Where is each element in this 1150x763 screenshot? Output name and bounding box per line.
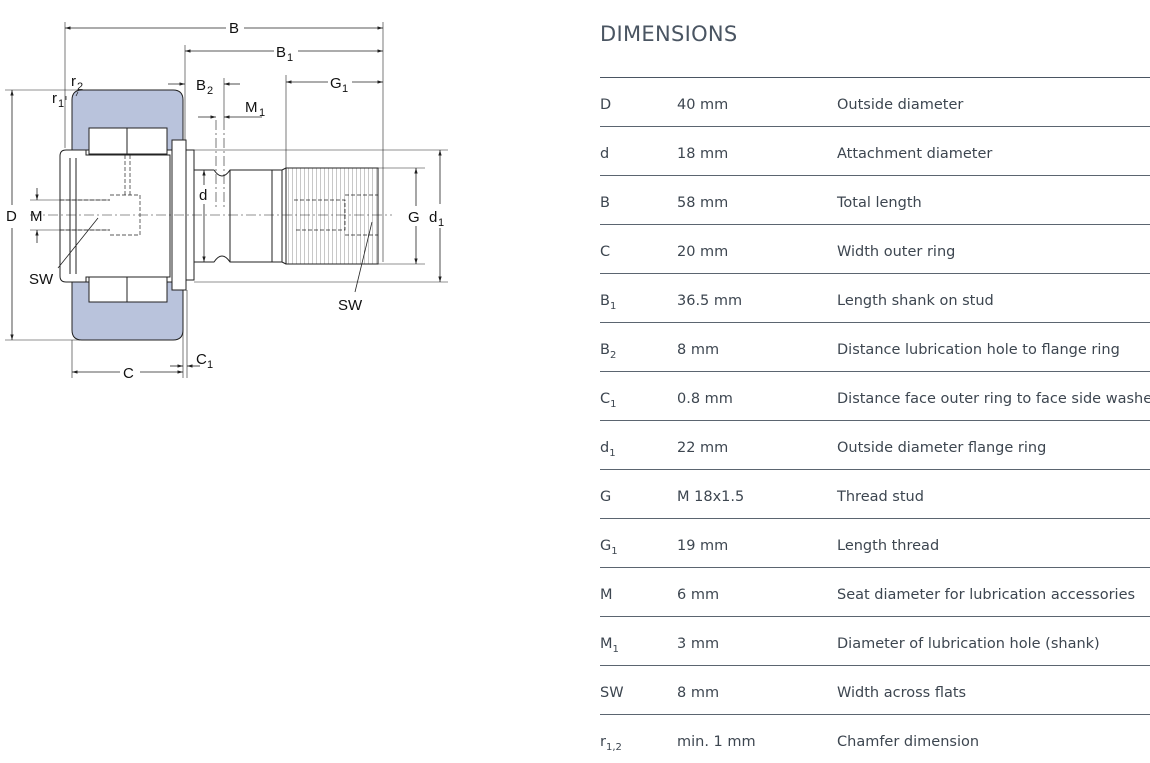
- dimension-description: Thread stud: [837, 489, 924, 505]
- label-C1-sub: 1: [207, 359, 213, 371]
- label-B: B: [229, 20, 239, 37]
- dimension-description: Seat diameter for lubrication accessorie…: [837, 587, 1136, 603]
- label-B1: B: [276, 44, 286, 61]
- label-r2: r: [71, 73, 76, 90]
- dimension-value: 19 mm: [677, 538, 729, 554]
- dimension-description: Length shank on stud: [837, 293, 994, 309]
- dimension-description: Outside diameter flange ring: [837, 440, 1047, 456]
- dimension-symbol: D: [600, 97, 612, 113]
- dimension-row: B 58 mm Total length: [600, 176, 1150, 225]
- label-B2: B: [196, 77, 206, 94]
- dimension-value: 0.8 mm: [677, 391, 733, 407]
- dimension-row: r1,2 min. 1 mm Chamfer dimension: [600, 715, 1150, 763]
- label-r2-sub: 2: [77, 81, 83, 93]
- heading-divider: [600, 77, 1150, 78]
- dimension-row: M 6 mm Seat diameter for lubrication acc…: [600, 568, 1150, 617]
- dimension-symbol: C: [600, 244, 611, 260]
- dimension-row: C 20 mm Width outer ring: [600, 225, 1150, 274]
- dimension-row: B2 8 mm Distance lubrication hole to fla…: [600, 323, 1150, 372]
- stud-head: [59, 139, 195, 291]
- label-d: d: [199, 187, 207, 204]
- dimension-symbol: C1: [600, 391, 617, 410]
- label-G1: G: [330, 75, 342, 92]
- stud-thread: [281, 167, 379, 265]
- dimension-description: Distance lubrication hole to flange ring: [837, 342, 1120, 358]
- dimension-row: C1 0.8 mm Distance face outer ring to fa…: [600, 372, 1150, 421]
- label-C1: C: [196, 351, 207, 368]
- dimension-value: 8 mm: [677, 685, 720, 701]
- label-G1-sub: 1: [342, 83, 348, 95]
- dimension-symbol: M1: [600, 636, 619, 655]
- dimension-description: Length thread: [837, 538, 940, 554]
- dimension-symbol: r1,2: [600, 734, 622, 753]
- dimension-description: Diameter of lubrication hole (shank): [837, 636, 1100, 652]
- dimension-symbol: B1: [600, 293, 617, 312]
- dimension-value: M 18x1.5: [677, 489, 745, 505]
- dimension-row: M1 3 mm Diameter of lubrication hole (sh…: [600, 617, 1150, 666]
- label-r1-sub: 1: [58, 98, 64, 110]
- dimension-value: 58 mm: [677, 195, 729, 211]
- dimension-description: Outside diameter: [837, 97, 964, 113]
- dimension-symbol: G: [600, 489, 612, 505]
- dimension-value: 22 mm: [677, 440, 729, 456]
- needle-rollers: [88, 127, 168, 303]
- dimension-description: Total length: [837, 195, 922, 211]
- cam-follower-drawing: B B 1 G 1 B 2 M 1 r 2 r 1 D M d G d 1 SW…: [5, 18, 448, 382]
- dimension-value: 20 mm: [677, 244, 729, 260]
- label-M1-sub: 1: [259, 107, 265, 119]
- dimension-description: Width outer ring: [837, 244, 956, 260]
- dimension-row: G1 19 mm Length thread: [600, 519, 1150, 568]
- label-G: G: [408, 209, 420, 226]
- dimension-symbol: B2: [600, 342, 617, 361]
- dimension-row: B1 36.5 mm Length shank on stud: [600, 274, 1150, 323]
- label-d1-sub: 1: [438, 217, 444, 229]
- dimension-value: 40 mm: [677, 97, 729, 113]
- label-d1: d: [429, 209, 437, 226]
- label-M1: M: [245, 99, 258, 116]
- dimension-value: 3 mm: [677, 636, 720, 652]
- dimension-description: Distance face outer ring to face side wa…: [837, 391, 1150, 407]
- dimension-symbol: M: [600, 587, 613, 603]
- dimension-symbol: B: [600, 195, 610, 211]
- dimension-description: Width across flats: [837, 685, 967, 701]
- dimension-value: 18 mm: [677, 146, 729, 162]
- label-C: C: [123, 365, 134, 382]
- label-M: M: [30, 208, 43, 225]
- dimension-symbol: SW: [600, 685, 624, 701]
- stud-shank: [193, 169, 283, 263]
- label-B1-sub: 1: [287, 52, 293, 64]
- dimension-symbol: G1: [600, 538, 618, 557]
- dimension-row: SW 8 mm Width across flats: [600, 666, 1150, 715]
- label-D: D: [6, 208, 17, 225]
- dimensions-heading: DIMENSIONS: [600, 22, 738, 46]
- dimension-symbol: d: [600, 146, 610, 162]
- dimension-value: min. 1 mm: [677, 734, 756, 750]
- dimension-symbol: d1: [600, 440, 616, 459]
- dimension-row: d1 22 mm Outside diameter flange ring: [600, 421, 1150, 470]
- label-r1: r: [52, 90, 57, 107]
- label-B2-sub: 2: [207, 85, 213, 97]
- dimension-value: 8 mm: [677, 342, 720, 358]
- dimension-description: Chamfer dimension: [837, 734, 980, 750]
- dimension-row: D 40 mm Outside diameter: [600, 78, 1150, 127]
- dimension-value: 6 mm: [677, 587, 720, 603]
- dimension-labels: B B 1 G 1 B 2 M 1 r 2 r 1 D M d G d 1 SW…: [6, 18, 444, 382]
- dimension-value: 36.5 mm: [677, 293, 743, 309]
- dimension-description: Attachment diameter: [837, 146, 993, 162]
- dimension-row: d 18 mm Attachment diameter: [600, 127, 1150, 176]
- dimension-row: G M 18x1.5 Thread stud: [600, 470, 1150, 519]
- dimensions-table: D 40 mm Outside diameter d 18 mm Attachm…: [600, 78, 1150, 763]
- label-SW-left: SW: [29, 271, 54, 288]
- label-SW-right: SW: [338, 297, 363, 314]
